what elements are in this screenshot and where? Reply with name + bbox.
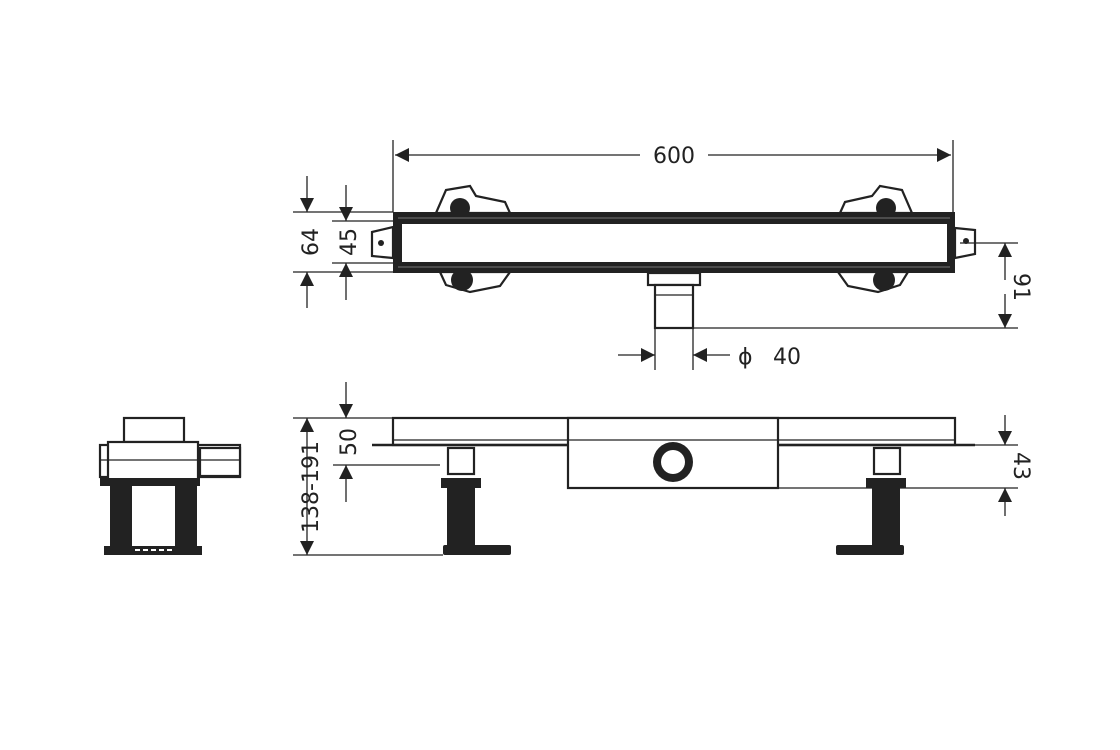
top-view: 600 64 45: [293, 140, 1033, 370]
dim-length: 600: [653, 144, 695, 169]
dim-flange-offset: 43: [1008, 452, 1033, 480]
dim-channel-height: 45: [337, 228, 362, 256]
side-view: 50 138-191 43: [293, 382, 1033, 556]
dim-side-height: 50: [337, 428, 362, 456]
end-view: [98, 416, 242, 555]
dim-diameter-symbol: ϕ: [738, 345, 753, 370]
dim-outlet-diameter: 40: [773, 345, 801, 370]
dim-total-height: 64: [299, 228, 324, 256]
dim-installation-height: 138-191: [299, 441, 324, 533]
dim-outlet-depth: 91: [1008, 273, 1033, 301]
